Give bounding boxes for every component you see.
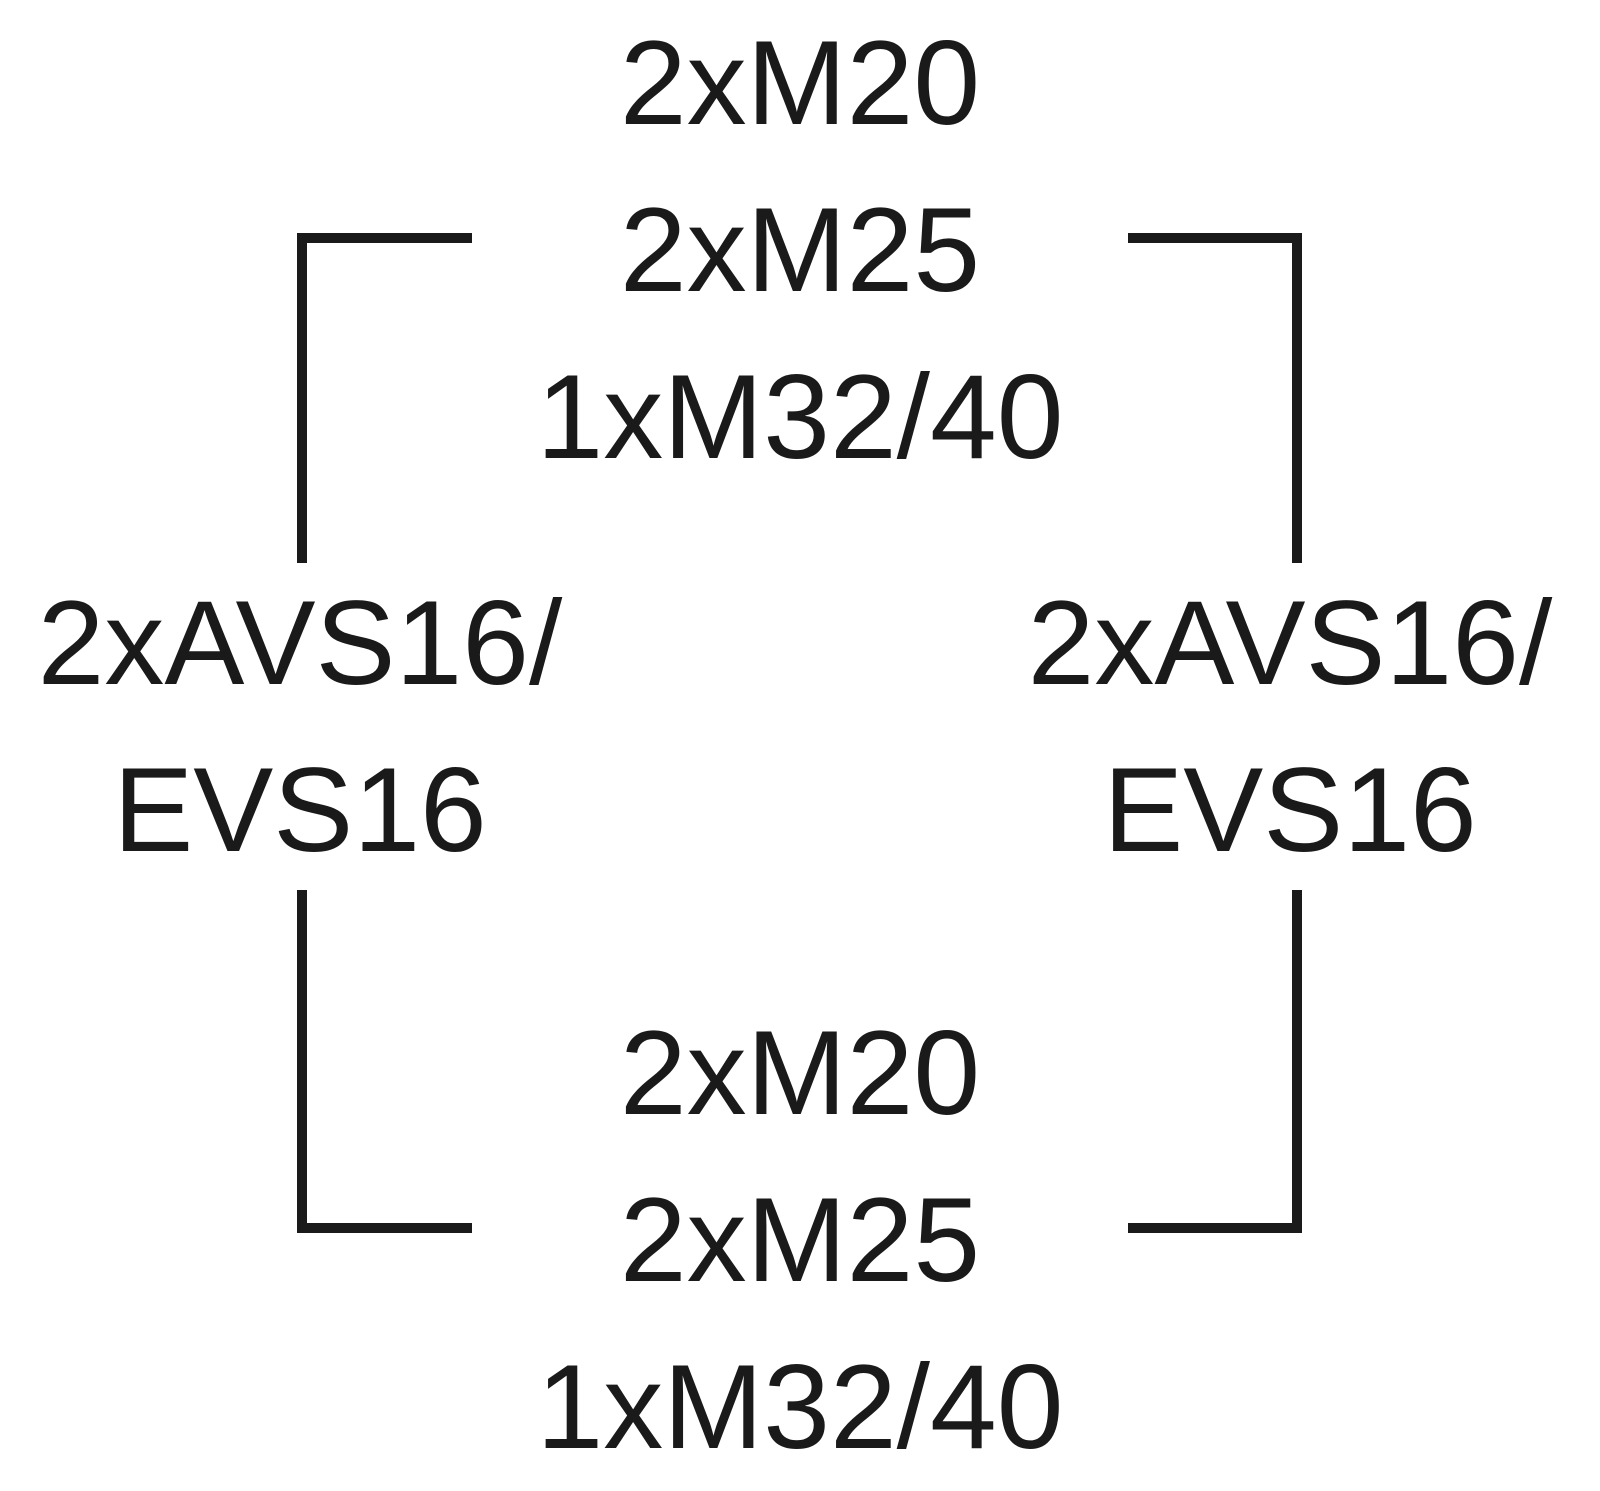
right-side-entries: 2xAVS16/ EVS16 — [990, 560, 1590, 894]
right-entry-line-1: 2xAVS16/ — [1027, 576, 1553, 710]
frame-top-left-horizontal — [297, 233, 472, 243]
top-entry-line-2: 2xM25 — [619, 183, 981, 317]
left-side-entries: 2xAVS16/ EVS16 — [0, 560, 600, 894]
frame-bottom-left-horizontal — [297, 1223, 472, 1233]
frame-bottom-right-vertical — [1292, 890, 1302, 1233]
frame-bottom-right-horizontal — [1128, 1223, 1302, 1233]
bottom-entry-line-3: 1xM32/40 — [536, 1340, 1064, 1474]
bottom-side-entries: 2xM20 2xM25 1xM32/40 — [400, 990, 1200, 1491]
left-entry-line-1: 2xAVS16/ — [37, 576, 563, 710]
top-entry-line-3: 1xM32/40 — [536, 350, 1064, 484]
frame-bottom-left-vertical — [297, 890, 307, 1233]
right-entry-line-2: EVS16 — [1103, 743, 1477, 877]
frame-top-right-vertical — [1292, 233, 1302, 563]
bottom-entry-line-2: 2xM25 — [619, 1173, 981, 1307]
top-entry-line-1: 2xM20 — [619, 16, 981, 150]
left-entry-line-2: EVS16 — [113, 743, 487, 877]
bottom-entry-line-1: 2xM20 — [619, 1006, 981, 1140]
frame-top-left-vertical — [297, 233, 307, 563]
top-side-entries: 2xM20 2xM25 1xM32/40 — [400, 0, 1200, 501]
frame-top-right-horizontal — [1128, 233, 1302, 243]
